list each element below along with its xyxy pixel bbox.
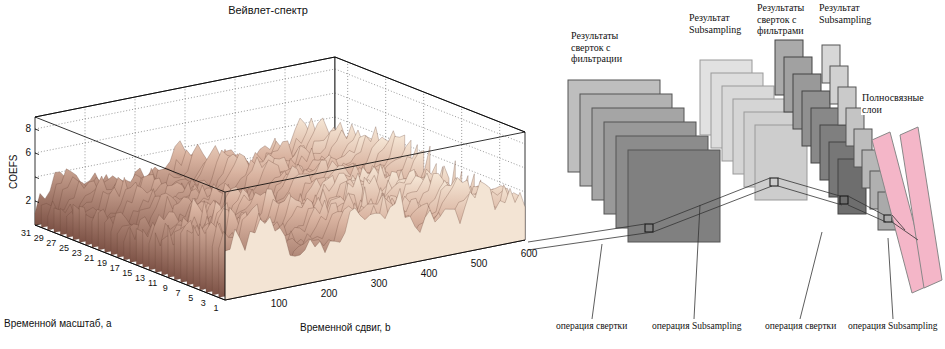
tick-label: 100 <box>271 298 288 310</box>
tick-label: 400 <box>421 268 438 280</box>
tick-label: 7 <box>175 288 180 298</box>
layer-heading: Полносвязные слои <box>861 92 941 115</box>
feature-map <box>755 125 807 200</box>
surface-strip <box>225 181 525 300</box>
chart-title: Вейвлет-спектр <box>228 4 308 17</box>
tick-label: 17 <box>110 263 120 273</box>
operation-label: операция свертки <box>556 321 627 332</box>
tick-label: 1 <box>213 303 218 313</box>
tick-label: 5 <box>188 293 193 303</box>
leader-lines <box>528 178 918 319</box>
tick-label: 8 <box>25 123 31 135</box>
tick-label: 200 <box>321 288 338 300</box>
tick-label: 11 <box>148 278 157 288</box>
tick-mark <box>35 177 39 179</box>
tick-label: 500 <box>471 258 488 270</box>
tick-label: 25 <box>59 243 69 253</box>
tick-label: 300 <box>371 278 388 290</box>
operation-label: операция свертки <box>765 321 836 332</box>
axis-title: Временной масштаб, a <box>4 318 112 330</box>
tick-mark <box>35 153 39 155</box>
tick-mark <box>35 201 39 203</box>
tick-label: 3 <box>201 298 206 308</box>
operation-label: операция Subsampling <box>652 321 742 332</box>
tick-label: 23 <box>72 248 82 258</box>
tick-label: 15 <box>122 268 132 278</box>
operation-label: операция Subsampling <box>848 321 938 332</box>
tick-label: 21 <box>84 253 94 263</box>
tick-mark <box>35 129 39 131</box>
tick-label: 27 <box>46 238 56 248</box>
tick-label: 600 <box>521 248 538 260</box>
tick-label: 6 <box>25 147 31 159</box>
tick-label: 31 <box>21 228 31 238</box>
receptive-field <box>840 196 848 204</box>
tick-label: 29 <box>34 233 44 243</box>
tick-label: 9 <box>163 283 168 293</box>
layer-heading: Результат Subsampling <box>818 2 884 25</box>
layer-heading: Результаты сверток с фильтрации <box>570 30 654 65</box>
layer-heading: Результат Subsampling <box>688 12 754 35</box>
receptive-field <box>884 215 892 222</box>
axis-title: Временной сдвиг, b <box>300 322 390 334</box>
axis-title: COEFS <box>8 155 20 189</box>
axis-line <box>35 225 525 300</box>
fully-connected-layer <box>900 127 942 288</box>
layer-heading: Результаты сверток с фильтрами <box>756 2 818 37</box>
tick-label: 13 <box>135 273 145 283</box>
feature-map <box>628 150 720 242</box>
receptive-field <box>770 178 778 186</box>
tick-label: 2 <box>25 195 31 207</box>
tick-label: 19 <box>97 258 107 268</box>
grid-line <box>35 69 525 144</box>
box-edge <box>35 57 525 300</box>
receptive-field <box>645 224 653 232</box>
